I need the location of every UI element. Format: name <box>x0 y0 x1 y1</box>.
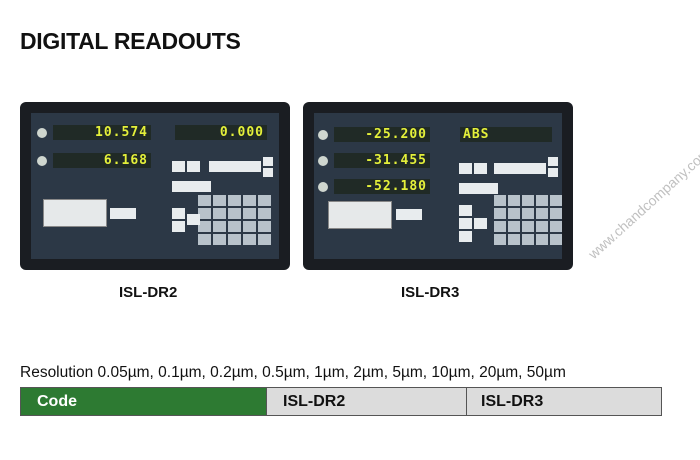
table-header-code: Code <box>21 388 266 415</box>
x-axis-icon <box>37 127 47 138</box>
x-axis-icon <box>318 129 328 140</box>
y-readout: -31.455 <box>334 153 430 168</box>
table-header-isl-dr3: ISL-DR3 <box>466 388 661 415</box>
product-label-isl-dr3: ISL-DR3 <box>401 284 460 301</box>
code-table: Code ISL-DR2 ISL-DR3 <box>20 387 662 416</box>
product-image-isl-dr2: 10.574 6.168 0.000 <box>20 102 290 270</box>
aux-readout: 0.000 <box>175 125 267 140</box>
aux-readout: ABS <box>460 127 552 142</box>
table-header-isl-dr2: ISL-DR2 <box>266 388 466 415</box>
watermark: www.chandcompany.com <box>585 144 700 262</box>
z-axis-icon <box>318 181 328 192</box>
page-title: DIGITAL READOUTS <box>20 28 241 54</box>
y-axis-icon <box>318 155 328 166</box>
z-readout: -52.180 <box>334 179 430 194</box>
product-image-isl-dr3: -25.200 -31.455 -52.180 ABS <box>303 102 573 270</box>
x-readout: 10.574 <box>53 125 151 140</box>
y-axis-icon <box>37 155 47 166</box>
product-label-isl-dr2: ISL-DR2 <box>119 284 178 301</box>
x-readout: -25.200 <box>334 127 430 142</box>
resolution-text: Resolution 0.05µm, 0.1µm, 0.2µm, 0.5µm, … <box>20 364 566 381</box>
y-readout: 6.168 <box>53 153 151 168</box>
